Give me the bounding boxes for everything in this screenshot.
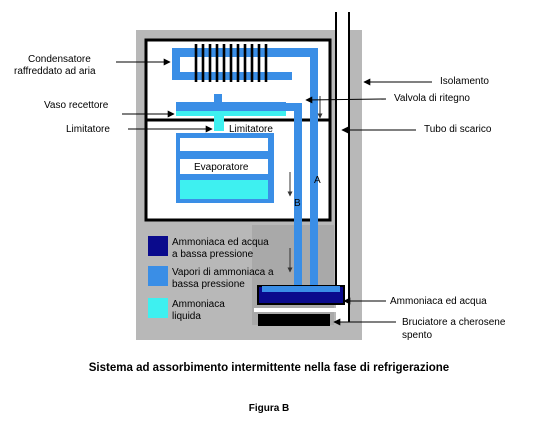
ammonia-water-label: Ammoniaca ed acqua [390,296,487,307]
tube-a [310,120,318,292]
legend-vapor-low-pressure-line2: bassa pressione [172,279,245,290]
legend-swatch-vapor-low-pressure [148,266,168,286]
limiter-inner-label: Limitatore [229,124,273,135]
marker-b: B [294,198,301,209]
condenser-label-line1: Condensatore [28,54,91,65]
drain-pipe-label: Tubo di scarico [424,124,492,135]
evaporator-label: Evaporatore [194,162,249,173]
legend-liquid-low-pressure-line2: a bassa pressione [172,249,254,260]
burner-stand [254,308,344,312]
receiver-vessel [176,94,286,116]
insulation-label: Isolamento [440,76,489,87]
condenser-label-line2: raffreddato ad aria [14,66,96,77]
kerosene-burner [258,314,330,326]
legend-swatch-liquid-low-pressure [148,236,168,256]
absorber-vessel [257,285,345,305]
legend-vapor-low-pressure-line1: Vapori di ammoniaca a [172,267,274,278]
limiter-left-label: Limitatore [66,124,110,135]
marker-a: A [314,175,321,186]
drain-pipe [336,12,349,322]
limiter [214,116,224,131]
condenser-coil [172,44,318,166]
legend-liquid-ammonia-line2: liquida [172,311,201,322]
check-valve-label: Valvola di ritegno [394,93,470,104]
burner-label-line1: Bruciatore a cherosene [402,317,506,328]
legend-swatch-liquid-ammonia [148,298,168,318]
tube-b [294,120,302,292]
tube-b-vertical-top [294,103,302,123]
burner-label-line2: spento [402,330,432,341]
receiver-label: Vaso recettore [44,100,109,111]
tube-b-top [284,103,302,111]
legend-liquid-ammonia-line1: Ammoniaca [172,299,225,310]
figure-label: Figura B [249,403,290,414]
check-valve-leader [305,96,387,104]
legend-liquid-low-pressure-line1: Ammoniaca ed acqua [172,237,269,248]
diagram-caption: Sistema ad assorbimento intermittente ne… [89,362,449,374]
evaporator [176,133,274,203]
